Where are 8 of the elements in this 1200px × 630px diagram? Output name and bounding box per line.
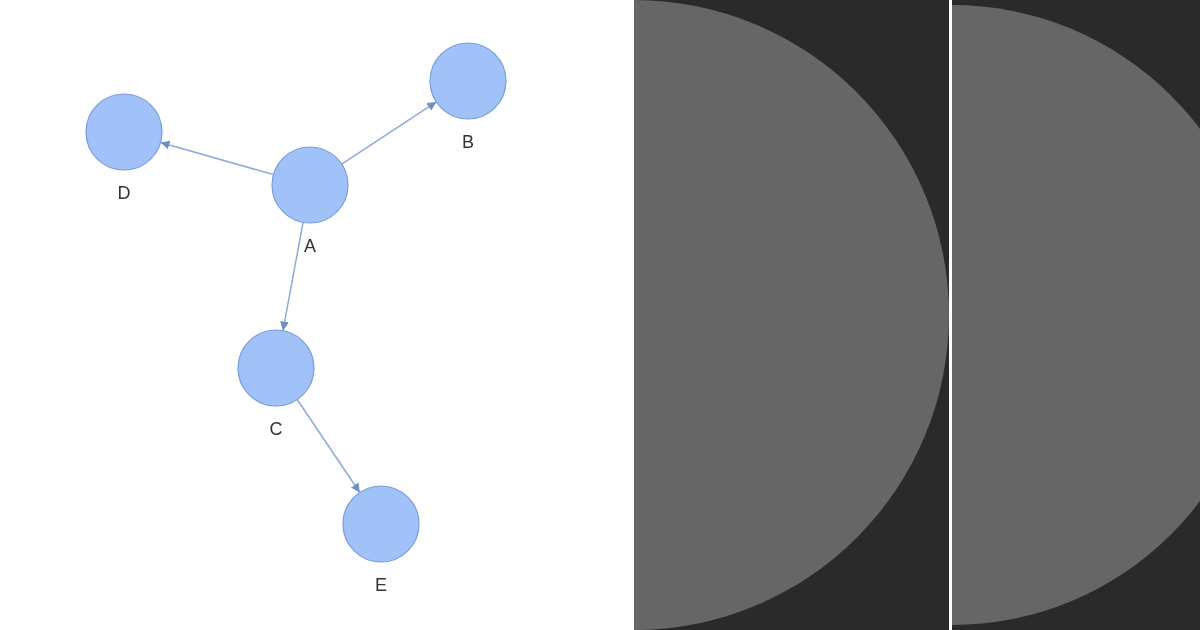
node-label: B bbox=[461, 132, 475, 152]
arrow bbox=[296, 398, 361, 494]
arrow bbox=[341, 101, 437, 165]
node-label: C bbox=[268, 419, 284, 439]
arrow bbox=[280, 221, 304, 332]
node-label: E bbox=[374, 575, 388, 595]
node-label: A bbox=[303, 236, 317, 256]
node-label: D bbox=[116, 183, 132, 203]
